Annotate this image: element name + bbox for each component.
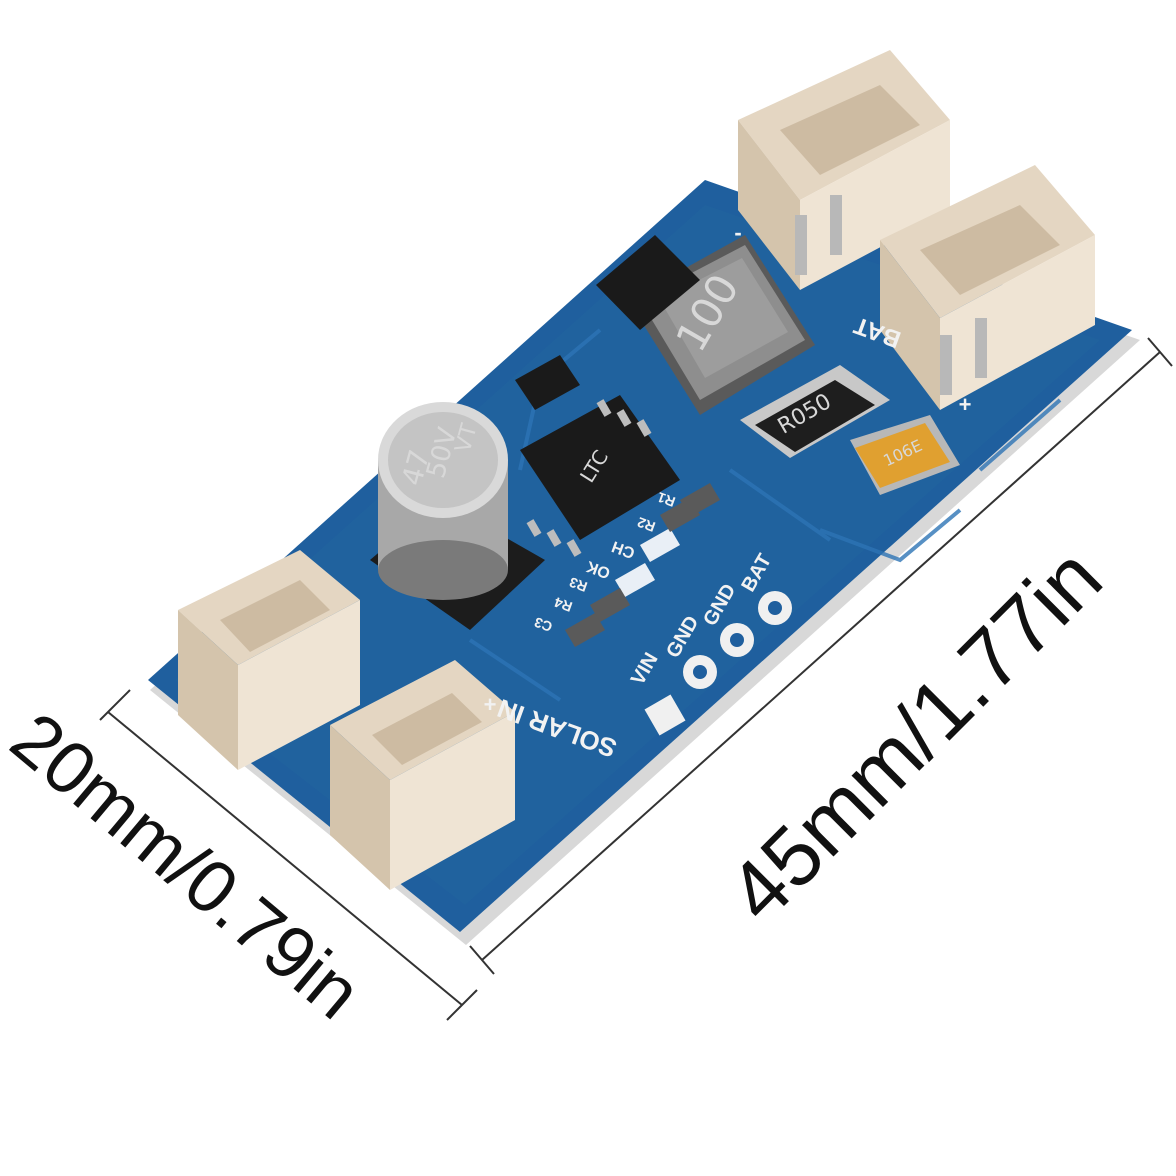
solar-connector-1 (178, 550, 360, 770)
pad-vin (644, 694, 686, 736)
silk-led-ch: CH (610, 537, 638, 561)
header-pads (644, 591, 792, 736)
transistor (515, 355, 580, 410)
silk-c3: C3 (532, 614, 554, 635)
silk-minus-bat: - (734, 220, 741, 245)
tantalum-capacitor: 106E (850, 415, 960, 495)
bat-connector-1 (738, 50, 950, 290)
shunt-resistor: R050 (740, 365, 890, 458)
diode (596, 235, 700, 330)
smd-components (565, 483, 720, 647)
solar-connector-2 (330, 660, 515, 890)
silk-r3: R3 (567, 574, 589, 595)
ic-chip: LTC (520, 395, 680, 557)
silk-r4: R4 (552, 594, 574, 615)
silk-plus-solar: + (484, 692, 497, 717)
bat-connector-2 (880, 165, 1095, 410)
electrolytic-capacitor: 47 50V VT (370, 402, 545, 630)
silk-r1: R1 (655, 489, 677, 510)
silk-plus-bat: + (959, 392, 972, 417)
silk-r2: R2 (635, 514, 657, 535)
